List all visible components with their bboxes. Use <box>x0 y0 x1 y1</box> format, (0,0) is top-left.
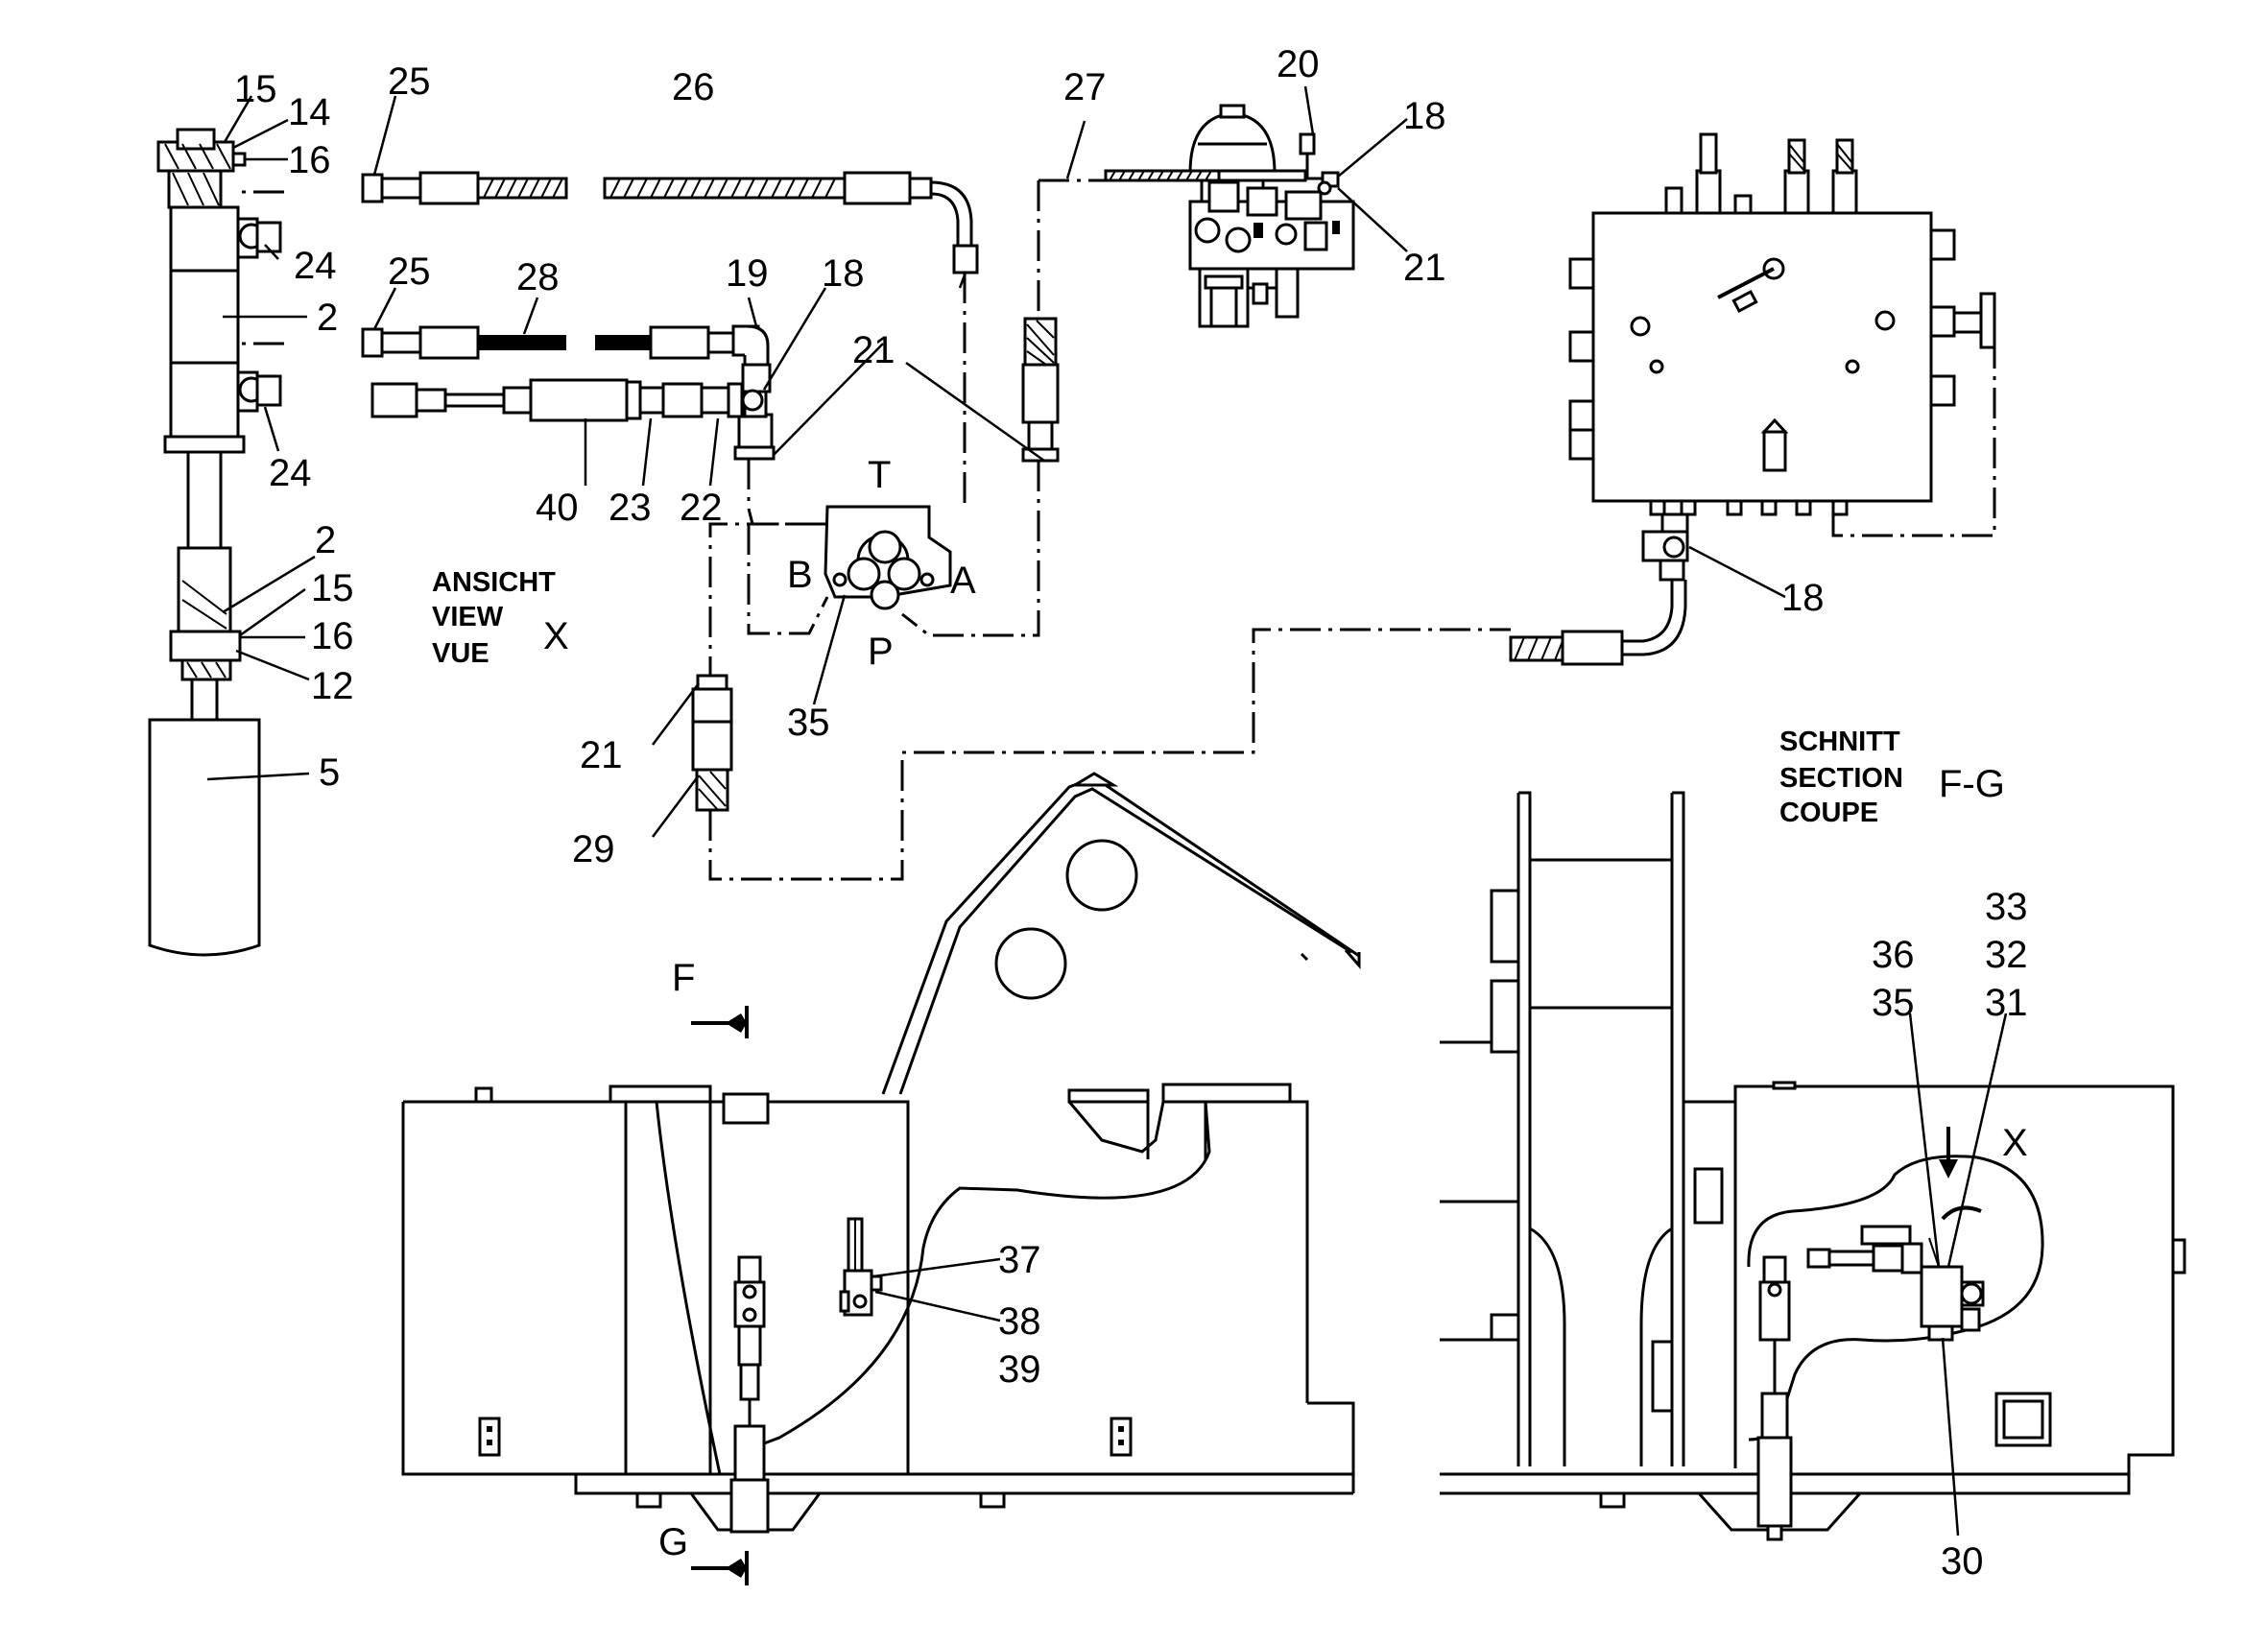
callout-21: 21 <box>1403 247 1446 289</box>
section-mark-X: X <box>2002 1122 2028 1164</box>
callout-18: 18 <box>1781 577 1825 619</box>
callout-35: 35 <box>1872 982 1915 1024</box>
callout-15: 15 <box>311 567 354 609</box>
view-x-label: ANSICHT VIEW VUE X <box>432 567 569 669</box>
callout-25: 25 <box>388 60 431 103</box>
front-view-frame <box>401 772 1361 1585</box>
callout-24: 24 <box>294 245 337 287</box>
callout-22: 22 <box>680 487 723 529</box>
leader-lines <box>206 85 2008 1537</box>
callout-21: 21 <box>580 734 623 776</box>
callout-5: 5 <box>319 751 340 794</box>
pipe-routing <box>235 179 1996 881</box>
callout-35: 35 <box>787 702 830 744</box>
hose-27 <box>1104 169 1307 182</box>
callout-27: 27 <box>1063 66 1107 108</box>
grease-cylinder-assembly <box>148 128 282 957</box>
callout-2: 2 <box>315 519 336 561</box>
port-A: A <box>950 560 976 602</box>
port-B: B <box>787 554 813 596</box>
view-label-view: VIEW <box>432 602 504 632</box>
callout-21: 21 <box>852 329 895 371</box>
section-view-frame <box>1440 791 2186 1541</box>
section-label-schnitt: SCHNITT <box>1779 727 1900 757</box>
callout-31: 31 <box>1985 982 2028 1024</box>
callout-37: 37 <box>998 1239 1041 1281</box>
hose-fitting-27 <box>1021 317 1060 463</box>
callout-33: 33 <box>1985 886 2028 928</box>
callout-20: 20 <box>1277 43 1320 85</box>
section-mark-F: F <box>672 957 695 999</box>
pump-unit <box>1188 104 1355 328</box>
callout-23: 23 <box>609 487 652 529</box>
callout-26: 26 <box>672 66 715 108</box>
section-label-coupe: COUPE <box>1779 798 1878 828</box>
view-label-vue: VUE <box>432 638 489 669</box>
callout-12: 12 <box>311 665 354 707</box>
upper-hose-line <box>361 171 979 274</box>
port-P: P <box>868 631 894 673</box>
callout-15: 15 <box>234 68 277 110</box>
callout-32: 32 <box>1985 934 2028 976</box>
section-label-id: F-G <box>1939 763 2005 805</box>
callout-40: 40 <box>536 487 579 529</box>
section-label-section: SECTION <box>1779 763 1903 794</box>
callout-18: 18 <box>822 252 865 295</box>
callout-39: 39 <box>998 1348 1041 1391</box>
section-marks: F G X <box>658 957 2028 1563</box>
port-labels: T A B P <box>787 454 976 673</box>
callout-29: 29 <box>572 828 615 870</box>
hose-fitting-29 <box>691 674 733 812</box>
callout-25: 25 <box>388 250 431 293</box>
port-T: T <box>868 454 891 496</box>
callout-28: 28 <box>516 256 560 298</box>
callout-16: 16 <box>311 615 354 657</box>
progressive-distributor-block <box>1509 132 1996 666</box>
callout-24: 24 <box>269 452 312 494</box>
callout-30: 30 <box>1941 1540 1984 1583</box>
callout-16: 16 <box>288 139 331 181</box>
sensor-40 <box>370 378 764 422</box>
view-label-ansicht: ANSICHT <box>432 567 556 598</box>
section-mark-G: G <box>658 1521 688 1563</box>
callout-38: 38 <box>998 1300 1041 1343</box>
section-fg-label: SCHNITT SECTION COUPE F-G <box>1779 727 2005 828</box>
callout-14: 14 <box>288 91 331 133</box>
distributor-valve-35 <box>824 505 952 610</box>
callout-19: 19 <box>726 252 769 295</box>
callout-18: 18 <box>1403 95 1446 137</box>
callout-36: 36 <box>1872 934 1915 976</box>
callout-2: 2 <box>317 297 338 339</box>
callout-labels: 15 14 16 24 2 24 2 15 16 12 5 25 26 25 2… <box>234 43 2028 1583</box>
view-label-id: X <box>543 615 569 657</box>
